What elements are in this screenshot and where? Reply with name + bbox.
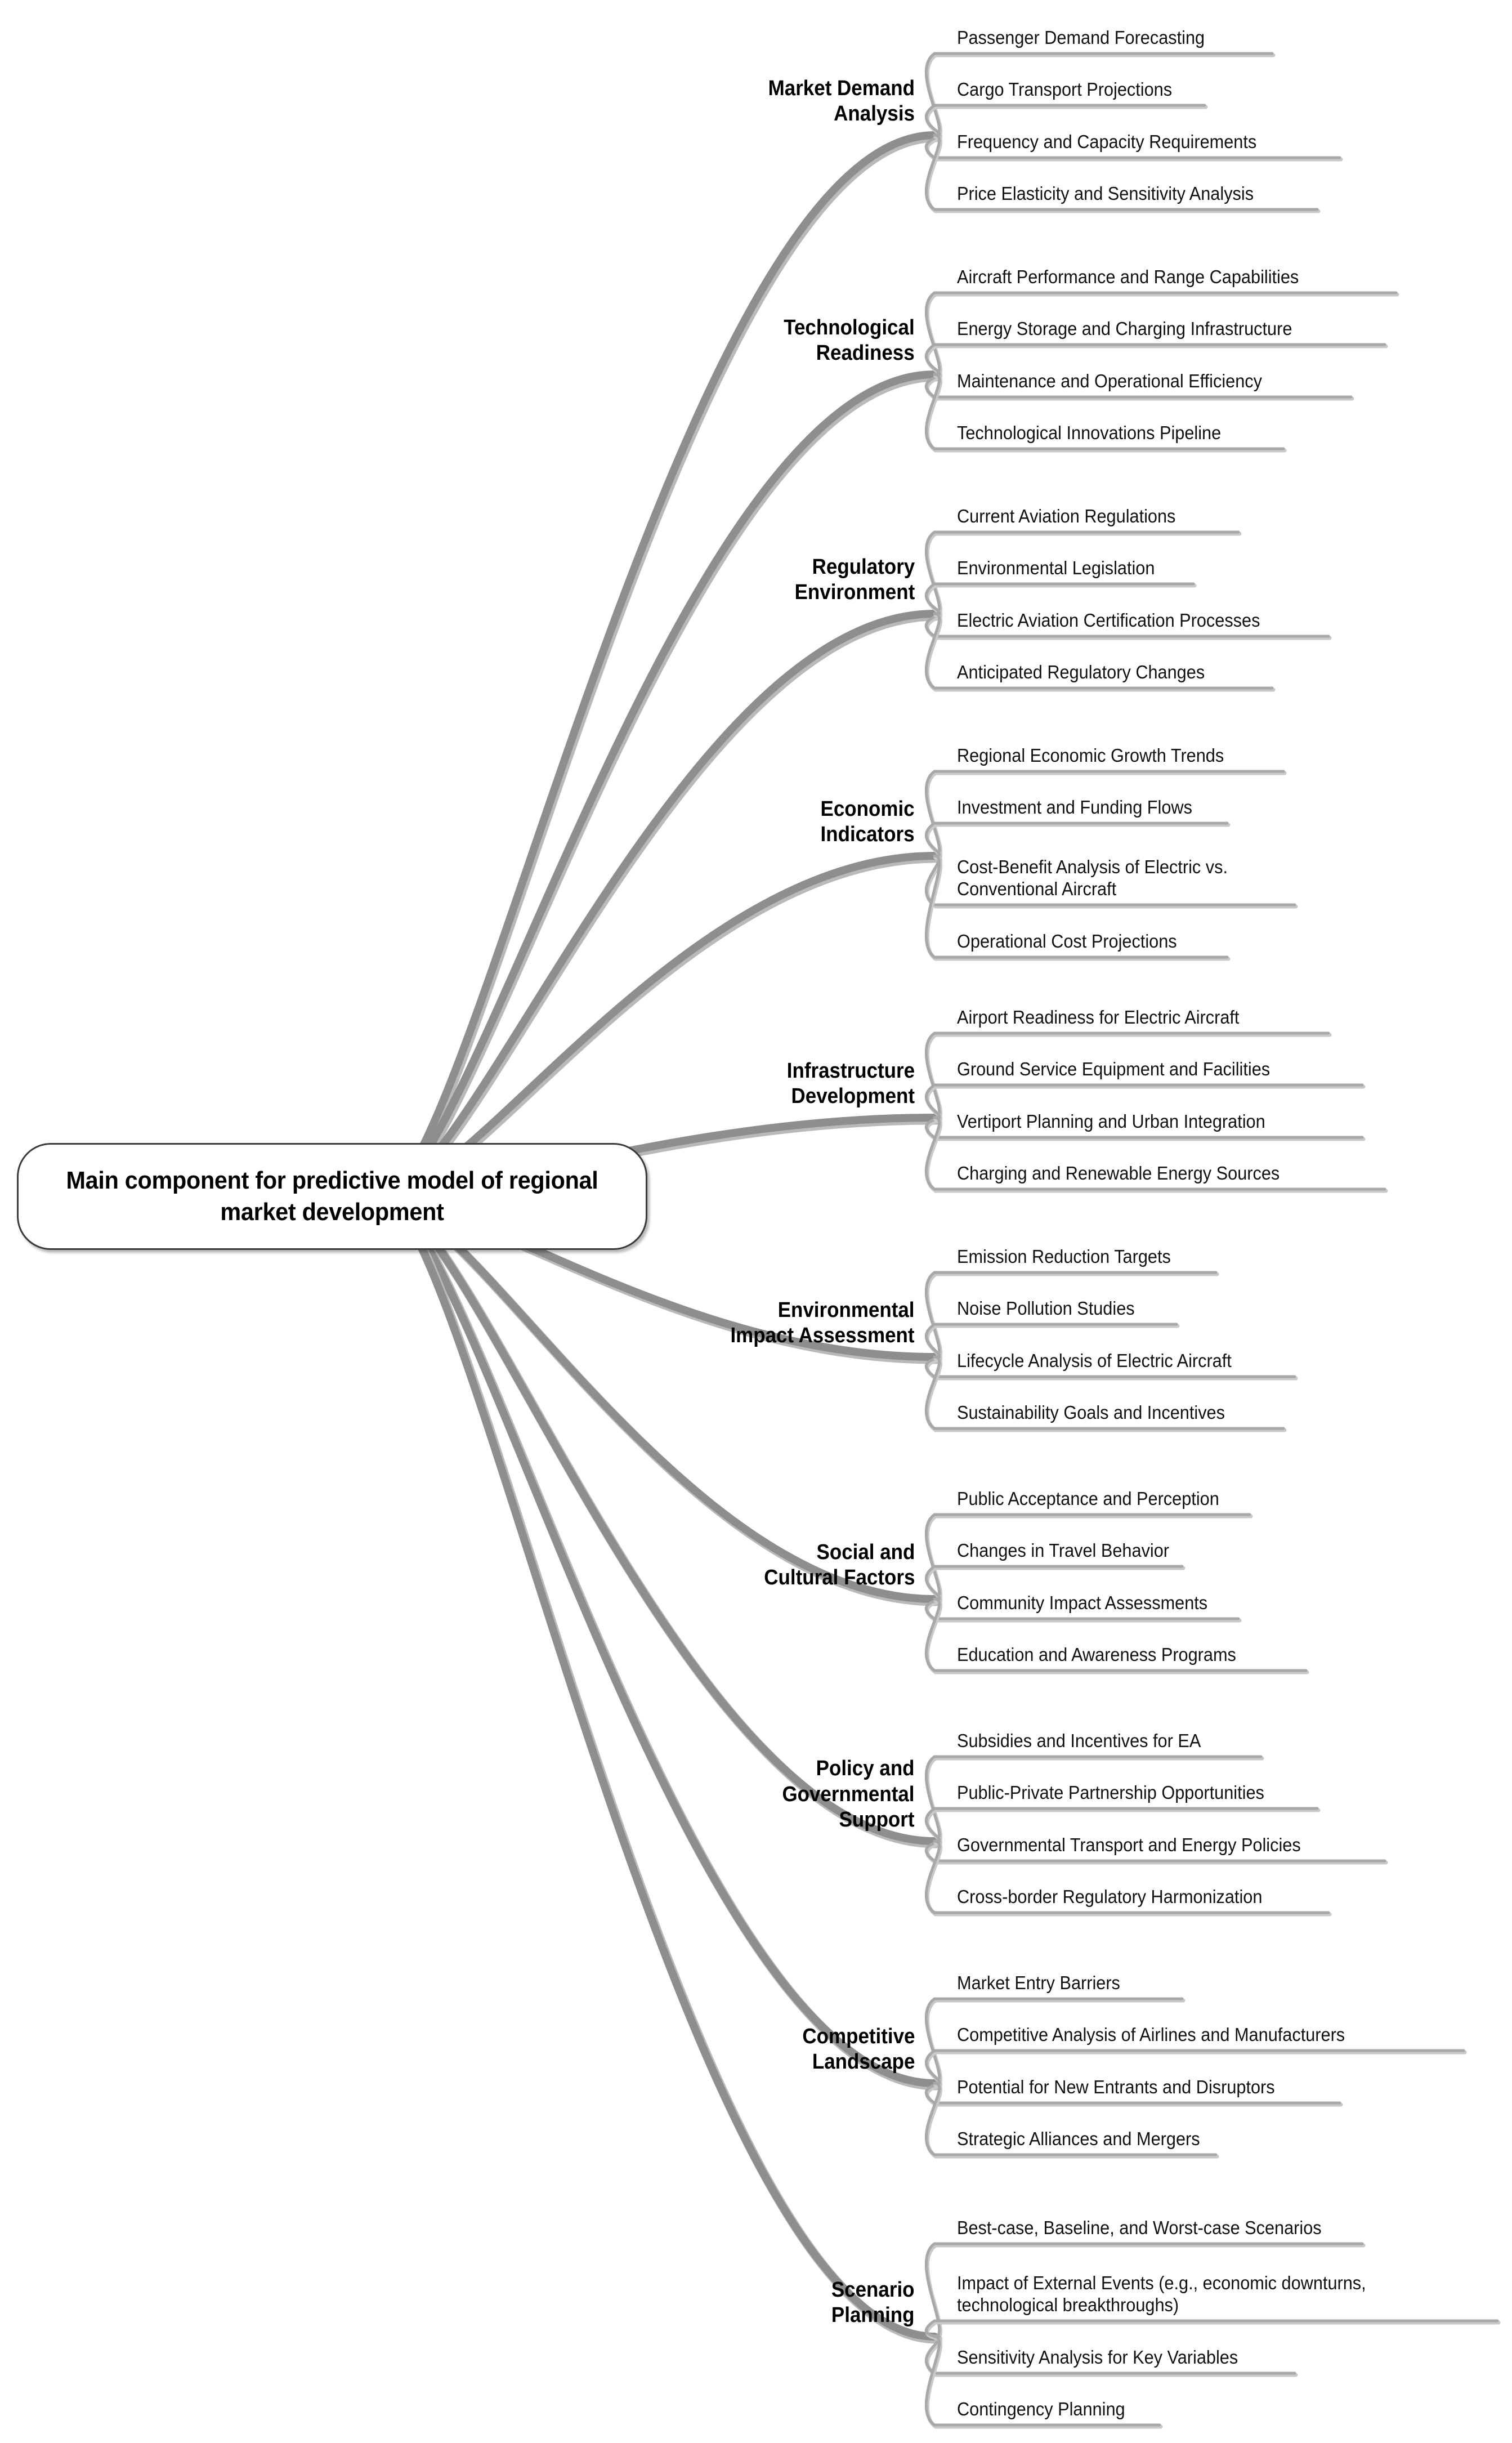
leaf-label-9-2[interactable]: Sensitivity Analysis for Key Variables <box>957 2347 1238 2368</box>
leaf-label-3-2[interactable]: Cost-Benefit Analysis of Electric vs. Co… <box>957 856 1228 900</box>
leaf-label-2-2[interactable]: Electric Aviation Certification Processe… <box>957 610 1260 631</box>
branch-label-1[interactable]: Technological Readiness <box>784 315 915 365</box>
leaf-label-2-1[interactable]: Environmental Legislation <box>957 557 1155 579</box>
branch-wire-7 <box>384 1193 938 1845</box>
leaf-label-3-1[interactable]: Investment and Funding Flows <box>957 797 1192 818</box>
leaf-wire-shadow-9-1 <box>925 2320 1501 2341</box>
root-node-label: Main component for predictive model of r… <box>66 1166 598 1226</box>
leaf-label-0-2[interactable]: Frequency and Capacity Requirements <box>957 131 1257 153</box>
branch-label-3[interactable]: Economic Indicators <box>820 797 915 847</box>
branch-wire-6 <box>384 1193 938 1603</box>
leaf-label-2-3[interactable]: Anticipated Regulatory Changes <box>957 662 1205 683</box>
leaf-label-7-3[interactable]: Cross-border Regulatory Harmonization <box>957 1886 1263 1908</box>
leaf-label-1-2[interactable]: Maintenance and Operational Efficiency <box>957 370 1262 392</box>
leaf-label-7-0[interactable]: Subsidies and Incentives for EA <box>957 1730 1201 1752</box>
leaf-label-2-0[interactable]: Current Aviation Regulations <box>957 506 1176 527</box>
leaf-label-6-1[interactable]: Changes in Travel Behavior <box>957 1540 1170 1561</box>
leaf-label-5-1[interactable]: Noise Pollution Studies <box>957 1298 1135 1319</box>
branch-label-7[interactable]: Policy and Governmental Support <box>782 1757 915 1832</box>
leaf-label-0-0[interactable]: Passenger Demand Forecasting <box>957 27 1205 48</box>
leaf-label-9-3[interactable]: Contingency Planning <box>957 2399 1125 2420</box>
leaf-label-7-2[interactable]: Governmental Transport and Energy Polici… <box>957 1834 1301 1856</box>
leaf-label-5-3[interactable]: Sustainability Goals and Incentives <box>957 1402 1225 1423</box>
branch-label-8[interactable]: Competitive Landscape <box>802 2024 915 2074</box>
leaf-wire-1-1 <box>924 343 1386 376</box>
root-node[interactable]: Main component for predictive model of r… <box>17 1143 647 1250</box>
leaf-label-6-3[interactable]: Education and Awareness Programs <box>957 1644 1236 1665</box>
leaf-label-4-3[interactable]: Charging and Renewable Energy Sources <box>957 1163 1280 1184</box>
branch-label-9[interactable]: Scenario Planning <box>831 2277 915 2328</box>
leaf-wire-9-1 <box>924 2319 1499 2338</box>
leaf-label-1-1[interactable]: Energy Storage and Charging Infrastructu… <box>957 318 1292 340</box>
leaf-wire-0-1 <box>924 104 1206 137</box>
leaf-label-9-1[interactable]: Impact of External Events (e.g., economi… <box>957 2272 1366 2316</box>
branch-label-2[interactable]: Regulatory Environment <box>794 555 915 605</box>
branch-wire-shadow-2 <box>385 611 941 1204</box>
leaf-label-4-1[interactable]: Ground Service Equipment and Facilities <box>957 1059 1271 1080</box>
leaf-label-0-3[interactable]: Price Elasticity and Sensitivity Analysi… <box>957 183 1254 204</box>
leaf-label-9-0[interactable]: Best-case, Baseline, and Worst-case Scen… <box>957 2217 1322 2239</box>
branch-label-6[interactable]: Social and Cultural Factors <box>763 1540 915 1590</box>
leaf-wire-2-1 <box>924 582 1195 615</box>
leaf-label-5-0[interactable]: Emission Reduction Targets <box>957 1246 1171 1267</box>
leaf-label-7-1[interactable]: Public-Private Partnership Opportunities <box>957 1782 1264 1803</box>
branch-label-4[interactable]: Infrastructure Development <box>786 1059 915 1109</box>
leaf-wire-3-1 <box>924 821 1229 857</box>
leaf-label-1-0[interactable]: Aircraft Performance and Range Capabilit… <box>957 266 1299 288</box>
branch-label-5[interactable]: Environmental Impact Assessment <box>730 1298 915 1348</box>
leaf-label-4-2[interactable]: Vertiport Planning and Urban Integration <box>957 1111 1265 1132</box>
leaf-label-5-2[interactable]: Lifecycle Analysis of Electric Aircraft <box>957 1350 1232 1372</box>
leaf-label-8-0[interactable]: Market Entry Barriers <box>957 1972 1120 1994</box>
leaf-wire-shadow-3-1 <box>925 823 1231 860</box>
branch-wire-0 <box>384 131 938 1200</box>
leaf-label-6-0[interactable]: Public Acceptance and Perception <box>957 1488 1219 1509</box>
leaf-label-6-2[interactable]: Community Impact Assessments <box>957 1592 1208 1614</box>
branch-wire-shadow-7 <box>385 1194 941 1848</box>
branch-wire-shadow-0 <box>385 132 941 1204</box>
leaf-label-4-0[interactable]: Airport Readiness for Electric Aircraft <box>957 1007 1240 1028</box>
leaf-label-3-3[interactable]: Operational Cost Projections <box>957 931 1177 952</box>
branch-label-0[interactable]: Market Demand Analysis <box>768 76 915 126</box>
leaf-label-1-3[interactable]: Technological Innovations Pipeline <box>957 422 1222 444</box>
leaf-label-8-1[interactable]: Competitive Analysis of Airlines and Man… <box>957 2024 1345 2045</box>
leaf-label-3-0[interactable]: Regional Economic Growth Trends <box>957 745 1224 766</box>
leaf-label-8-2[interactable]: Potential for New Entrants and Disruptor… <box>957 2076 1275 2098</box>
leaf-label-8-3[interactable]: Strategic Alliances and Mergers <box>957 2128 1200 2150</box>
leaf-label-0-1[interactable]: Cargo Transport Projections <box>957 79 1173 100</box>
